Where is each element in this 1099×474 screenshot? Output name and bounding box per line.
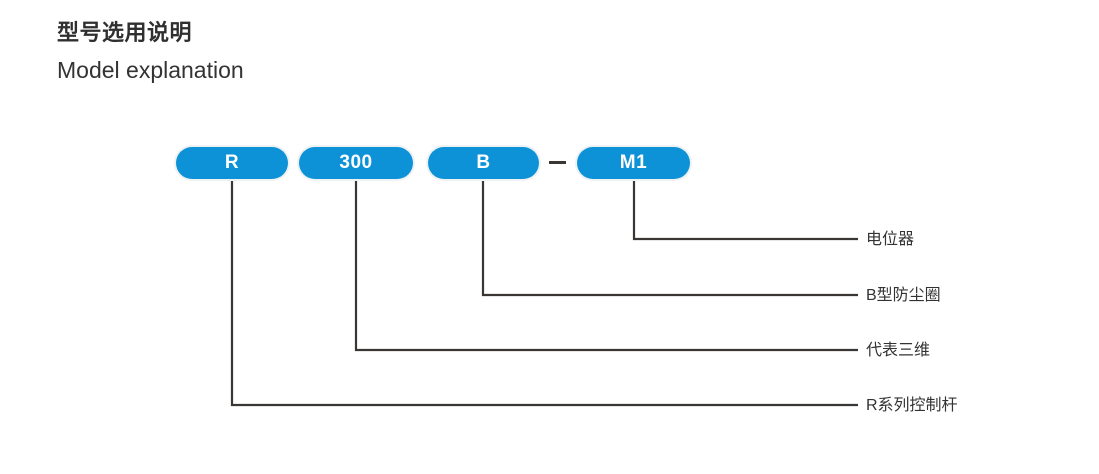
model-code-separator-dash <box>549 161 566 164</box>
page-title-english: Model explanation <box>57 57 244 83</box>
connector-line-b <box>481 179 858 297</box>
model-segment-300: 300 <box>299 147 413 179</box>
callout-label-dust-ring: B型防尘圈 <box>866 287 941 304</box>
callout-label-r-series-lever: R系列控制杆 <box>866 397 958 414</box>
page-heading: 型号选用说明 Model explanation <box>57 18 244 86</box>
callout-label-potentiometer: 电位器 <box>866 231 915 248</box>
model-segment-b: B <box>428 147 539 179</box>
page-title-chinese: 型号选用说明 <box>57 20 193 45</box>
connector-line-m1 <box>632 179 858 241</box>
connector-line-300 <box>354 179 858 352</box>
model-segment-m1-label: M1 <box>619 151 648 173</box>
model-segment-r: R <box>176 147 288 179</box>
model-segment-300-label: 300 <box>339 151 373 173</box>
callout-label-three-dimensional: 代表三维 <box>866 342 931 359</box>
model-segment-r-label: R <box>224 151 240 173</box>
connector-line-r <box>230 179 858 407</box>
model-segment-m1: M1 <box>577 147 690 179</box>
model-segment-b-label: B <box>476 151 491 173</box>
